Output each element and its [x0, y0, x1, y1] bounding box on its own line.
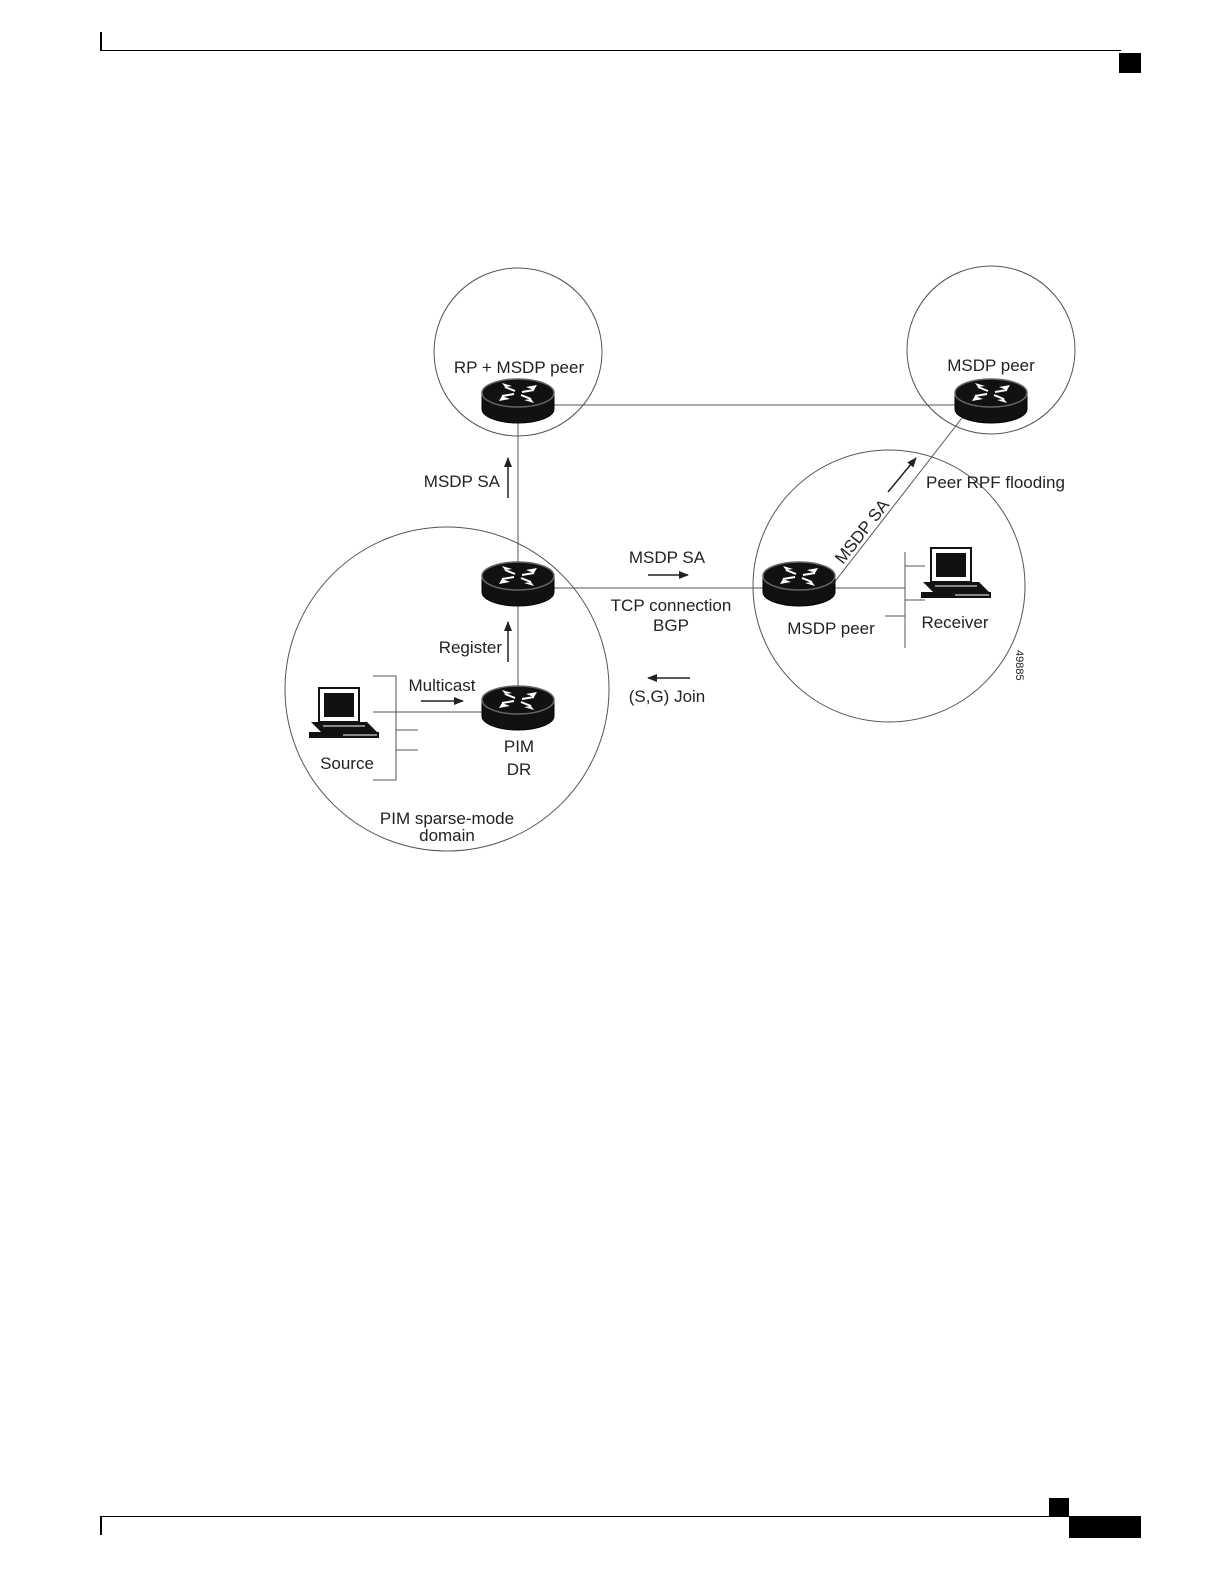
footer-corner-block-large — [1069, 1516, 1141, 1538]
workstation-icon — [921, 548, 991, 598]
msdp-sa-vertical-label: MSDP SA — [424, 472, 501, 491]
router-icon — [482, 562, 554, 606]
msdp-peer-right-label: MSDP peer — [787, 619, 875, 638]
rp-msdp-peer-label: RP + MSDP peer — [454, 358, 585, 377]
footer-rule — [100, 1516, 1070, 1517]
dr-label: DR — [507, 760, 532, 779]
footer-tick — [100, 1516, 102, 1535]
tcp-connection-label: TCP connection — [611, 596, 732, 615]
figure-number: 49885 — [1013, 650, 1025, 681]
msdp-sa-diagonal-arrow — [888, 458, 916, 492]
receiver-label: Receiver — [921, 613, 988, 632]
source-label: Source — [320, 754, 374, 773]
footer-corner-block-small — [1049, 1498, 1069, 1516]
sg-join-label: (S,G) Join — [629, 687, 706, 706]
router-icon — [482, 379, 554, 423]
router-icon — [763, 562, 835, 606]
register-label: Register — [439, 638, 503, 657]
multicast-label: Multicast — [408, 676, 475, 695]
peer-rpf-flooding-label: Peer RPF flooding — [926, 473, 1065, 492]
msdp-sa-horizontal-label: MSDP SA — [629, 548, 706, 567]
msdp-sa-diagonal-label: MSDP SA — [831, 495, 893, 567]
domain-label-line2: domain — [419, 826, 475, 845]
bgp-label: BGP — [653, 616, 689, 635]
source-lan-bracket — [373, 676, 396, 780]
workstation-icon — [309, 688, 379, 738]
router-icon — [482, 686, 554, 730]
pim-label: PIM — [504, 737, 534, 756]
msdp-peer-top-label: MSDP peer — [947, 356, 1035, 375]
router-icon — [955, 379, 1027, 423]
